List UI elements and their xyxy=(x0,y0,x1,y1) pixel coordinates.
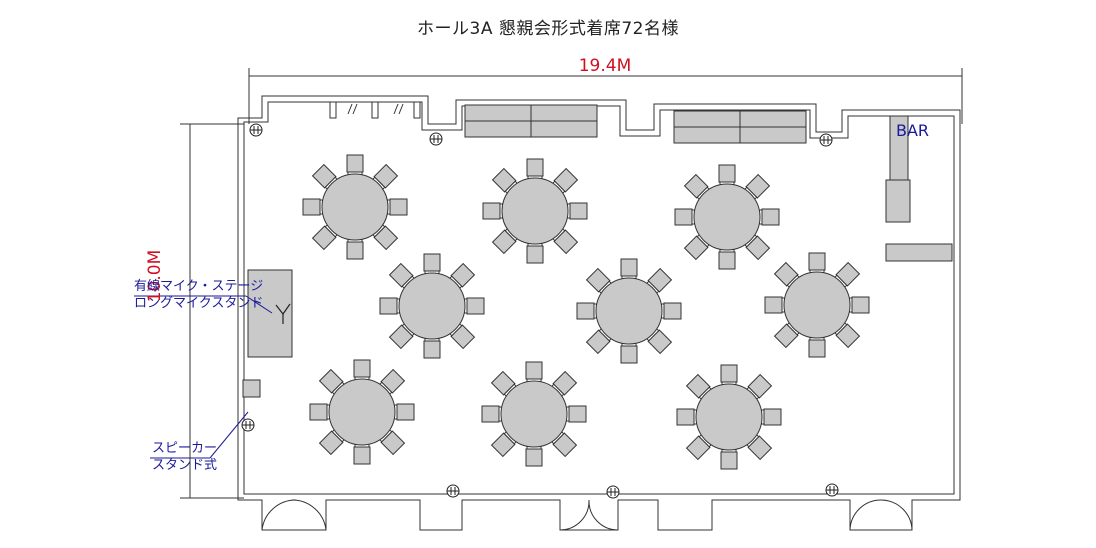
outlet-icon xyxy=(446,484,460,498)
microphone-note: 有線マイク・ステージ ロングマイクスタンド xyxy=(134,278,263,312)
chair xyxy=(808,252,826,274)
outlet-icon xyxy=(825,483,839,497)
chair xyxy=(353,359,371,381)
speaker-note-line1: スピーカー xyxy=(152,441,218,456)
outlet-icon xyxy=(429,132,443,146)
speaker-note-line2: スタンド式 xyxy=(152,458,218,473)
table-top xyxy=(693,183,761,251)
table-top xyxy=(500,380,568,448)
round-table xyxy=(674,164,780,270)
chair xyxy=(660,302,682,320)
speaker-note: スピーカー スタンド式 xyxy=(152,440,217,474)
chair xyxy=(758,208,780,226)
chair xyxy=(525,361,543,383)
bar-label: BAR xyxy=(896,121,930,140)
round-table xyxy=(481,361,587,467)
chair xyxy=(808,336,826,358)
chair xyxy=(311,163,339,191)
chair xyxy=(585,327,613,355)
microphone-note-line2: ロングマイクスタンド xyxy=(134,296,264,311)
stage xyxy=(247,269,293,358)
chair xyxy=(743,233,771,261)
chair xyxy=(482,202,504,220)
chair xyxy=(346,238,364,260)
chair xyxy=(318,428,346,456)
chair xyxy=(620,258,638,280)
chair xyxy=(309,403,331,421)
chair xyxy=(481,405,503,423)
chair xyxy=(386,198,408,216)
chair xyxy=(423,253,441,275)
chair xyxy=(490,370,518,398)
chair xyxy=(718,164,736,186)
outlet-icon xyxy=(241,418,255,432)
chair xyxy=(526,158,544,180)
height-dimension-line xyxy=(180,123,244,499)
power-outlets xyxy=(241,123,839,499)
chair xyxy=(566,202,588,220)
table-top xyxy=(321,173,389,241)
chair xyxy=(833,261,861,289)
chair xyxy=(620,342,638,364)
table-top xyxy=(595,277,663,345)
width-dimension-line xyxy=(248,68,963,124)
chair xyxy=(565,405,587,423)
chair xyxy=(760,408,782,426)
chair xyxy=(448,262,476,290)
page-title: ホール3A 懇親会形式着席72名様 xyxy=(417,19,679,39)
chair xyxy=(674,208,696,226)
chair xyxy=(525,445,543,467)
chair xyxy=(463,297,485,315)
chair xyxy=(491,227,519,255)
chair xyxy=(718,248,736,270)
chair xyxy=(346,154,364,176)
chair xyxy=(379,297,401,315)
outlet-icon xyxy=(249,123,263,137)
buffet-counter-left xyxy=(464,104,598,138)
entrance-doors xyxy=(261,499,913,531)
chair xyxy=(423,337,441,359)
chair xyxy=(302,198,324,216)
round-table xyxy=(302,154,408,260)
chair xyxy=(353,443,371,465)
chair xyxy=(576,302,598,320)
microphone-note-line1: 有線マイク・ステージ xyxy=(134,279,264,294)
outlet-icon xyxy=(819,133,833,147)
buffet-counter-right xyxy=(673,110,807,144)
outlet-icon xyxy=(606,485,620,499)
annotation-leaders xyxy=(134,295,273,459)
table-top xyxy=(501,177,569,245)
chair xyxy=(378,368,406,396)
chair xyxy=(393,403,415,421)
round-tables xyxy=(302,154,870,470)
table-top xyxy=(328,378,396,446)
chair xyxy=(676,408,698,426)
table-top xyxy=(398,272,466,340)
chair xyxy=(848,296,870,314)
round-table xyxy=(482,158,588,264)
chair xyxy=(526,242,544,264)
chair xyxy=(388,262,416,290)
microphone-stand-icon xyxy=(275,303,291,324)
round-table xyxy=(764,252,870,358)
chair xyxy=(720,448,738,470)
chair xyxy=(448,322,476,350)
round-table xyxy=(676,364,782,470)
chair xyxy=(645,327,673,355)
round-table xyxy=(576,258,682,364)
table-top xyxy=(783,271,851,339)
round-table xyxy=(309,359,415,465)
bar-counter xyxy=(885,115,953,262)
speaker xyxy=(242,379,261,398)
chair xyxy=(311,223,339,251)
table-top xyxy=(695,383,763,451)
chair xyxy=(388,322,416,350)
width-dimension-label: 19.4M xyxy=(578,56,632,76)
window-marks xyxy=(329,101,421,119)
chair xyxy=(720,364,738,386)
chair xyxy=(378,428,406,456)
chair xyxy=(764,296,786,314)
round-table xyxy=(379,253,485,359)
